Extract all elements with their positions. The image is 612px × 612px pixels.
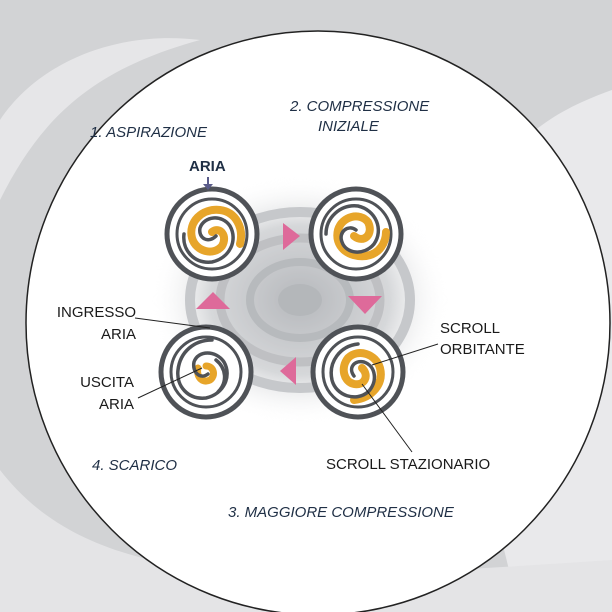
leader-line-stazionario <box>361 383 413 453</box>
air-inlet-label-line2: ARIA <box>100 326 136 343</box>
flow-arrow-down <box>348 296 382 314</box>
air-inlet-label-line1: INGRESSO <box>56 304 136 321</box>
leader-line-orbitante <box>371 343 439 366</box>
air-inlet-arrow-icon <box>203 177 213 190</box>
leader-line-ingresso <box>134 317 211 329</box>
fixed-scroll-label: SCROLL STAZIONARIO <box>326 456 491 473</box>
flow-arrow-right <box>283 223 300 250</box>
orbiting-scroll-label-line1: SCROLL <box>440 320 501 337</box>
stage-2-label-line2: INIZIALE <box>318 118 379 135</box>
air-outlet-label-line1: USCITA <box>80 374 134 391</box>
air-outlet-label-line2: ARIA <box>98 396 134 413</box>
scroll-unit-scarico <box>158 324 254 420</box>
stage-3-label: 3. MAGGIORE COMPRESSIONE <box>228 504 454 521</box>
orbiting-scroll-label-line2: ORBITANTE <box>440 341 525 358</box>
stage-4-label: 4. SCARICO <box>92 457 178 474</box>
stage-1-label: 1. ASPIRAZIONE <box>90 124 207 141</box>
scroll-unit-compressione-iniziale <box>308 186 404 282</box>
scroll-unit-aspirazione <box>164 186 260 282</box>
flow-arrow-up <box>196 292 230 309</box>
air-label: ARIA <box>189 158 226 175</box>
flow-arrow-left <box>280 357 296 385</box>
leader-line-uscita <box>137 367 203 399</box>
scroll-unit-maggiore-compressione <box>310 324 406 420</box>
stage-2-label-line1: 2. COMPRESSIONE <box>290 98 430 115</box>
